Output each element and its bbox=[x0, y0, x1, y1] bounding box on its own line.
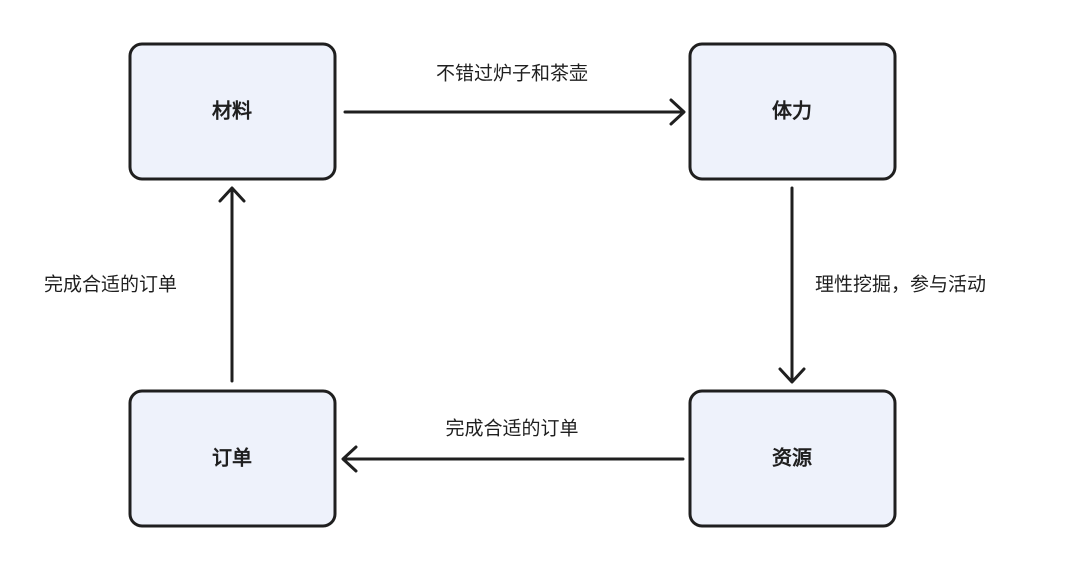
edge-stamina-to-resources: 理性挖掘，参与活动 bbox=[778, 186, 986, 384]
edge-resources-to-orders: 完成合适的订单 bbox=[341, 418, 685, 473]
edge-orders-to-materials-label: 完成合适的订单 bbox=[44, 274, 177, 296]
edge-orders-to-materials: 完成合适的订单 bbox=[44, 186, 246, 383]
edge-materials-to-stamina-label: 不错过炉子和茶壶 bbox=[436, 63, 588, 85]
node-stamina-label: 体力 bbox=[772, 99, 812, 123]
arrowhead-up-icon bbox=[218, 186, 246, 203]
edge-stamina-to-resources-label: 理性挖掘，参与活动 bbox=[815, 274, 986, 296]
node-orders-label: 订单 bbox=[212, 446, 252, 470]
edge-materials-to-stamina: 不错过炉子和茶壶 bbox=[343, 63, 686, 126]
node-resources: 资源 bbox=[688, 389, 897, 528]
arrowhead-down-icon bbox=[778, 367, 806, 384]
node-resources-label: 资源 bbox=[772, 446, 812, 470]
node-orders: 订单 bbox=[128, 389, 337, 528]
arrowhead-right-icon bbox=[669, 98, 686, 126]
node-stamina: 体力 bbox=[688, 42, 897, 181]
node-materials: 材料 bbox=[128, 42, 337, 181]
arrowhead-left-icon bbox=[341, 445, 358, 473]
edge-resources-to-orders-label: 完成合适的订单 bbox=[445, 418, 578, 440]
node-materials-label: 材料 bbox=[212, 99, 252, 123]
